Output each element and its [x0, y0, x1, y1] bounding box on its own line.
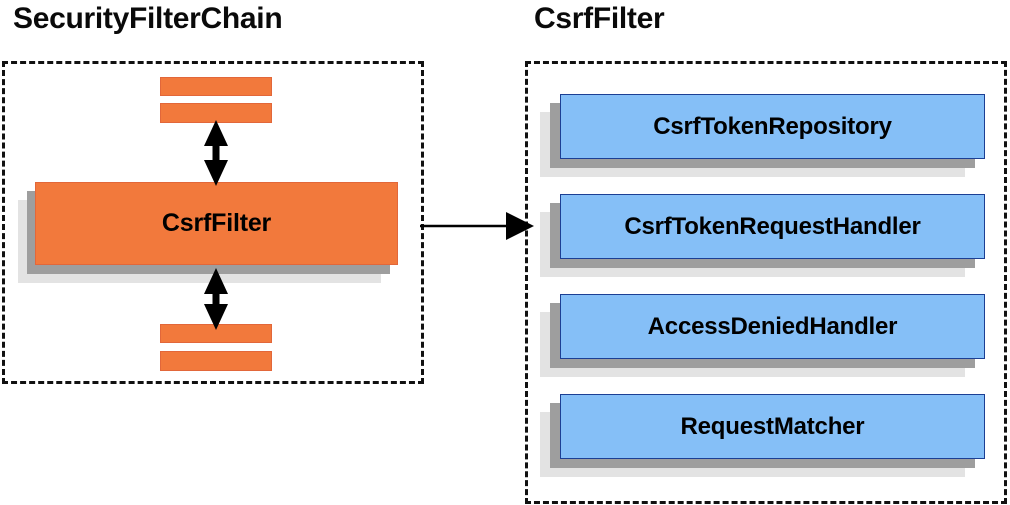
- filter-bar-below-1: [160, 324, 272, 343]
- collaborator-card-request-matcher[interactable]: RequestMatcher: [540, 394, 985, 477]
- collaborator-card-label: CsrfTokenRepository: [560, 94, 985, 159]
- page-title-csrf-filter: CsrfFilter: [534, 2, 665, 35]
- collaborator-card-csrf-token-request-handler[interactable]: CsrfTokenRequestHandler: [540, 194, 985, 277]
- filter-bar-below-2: [160, 351, 272, 371]
- page-title-security-filter-chain: SecurityFilterChain: [13, 2, 283, 35]
- csrf-filter-card[interactable]: CsrfFilter: [18, 182, 398, 283]
- security-filter-chain-panel: [2, 61, 424, 384]
- collaborator-card-label: RequestMatcher: [560, 394, 985, 459]
- filter-bar-above-2: [160, 103, 272, 123]
- csrf-filter-panel: [525, 61, 1007, 504]
- filter-bar-above-1: [160, 77, 272, 96]
- collaborator-card-access-denied-handler[interactable]: AccessDeniedHandler: [540, 294, 985, 377]
- collaborator-card-label: CsrfTokenRequestHandler: [560, 194, 985, 259]
- csrf-filter-card-label: CsrfFilter: [35, 182, 398, 265]
- link-arrow-icon: [420, 212, 534, 240]
- collaborator-card-csrf-token-repository[interactable]: CsrfTokenRepository: [540, 94, 985, 177]
- collaborator-card-label: AccessDeniedHandler: [560, 294, 985, 359]
